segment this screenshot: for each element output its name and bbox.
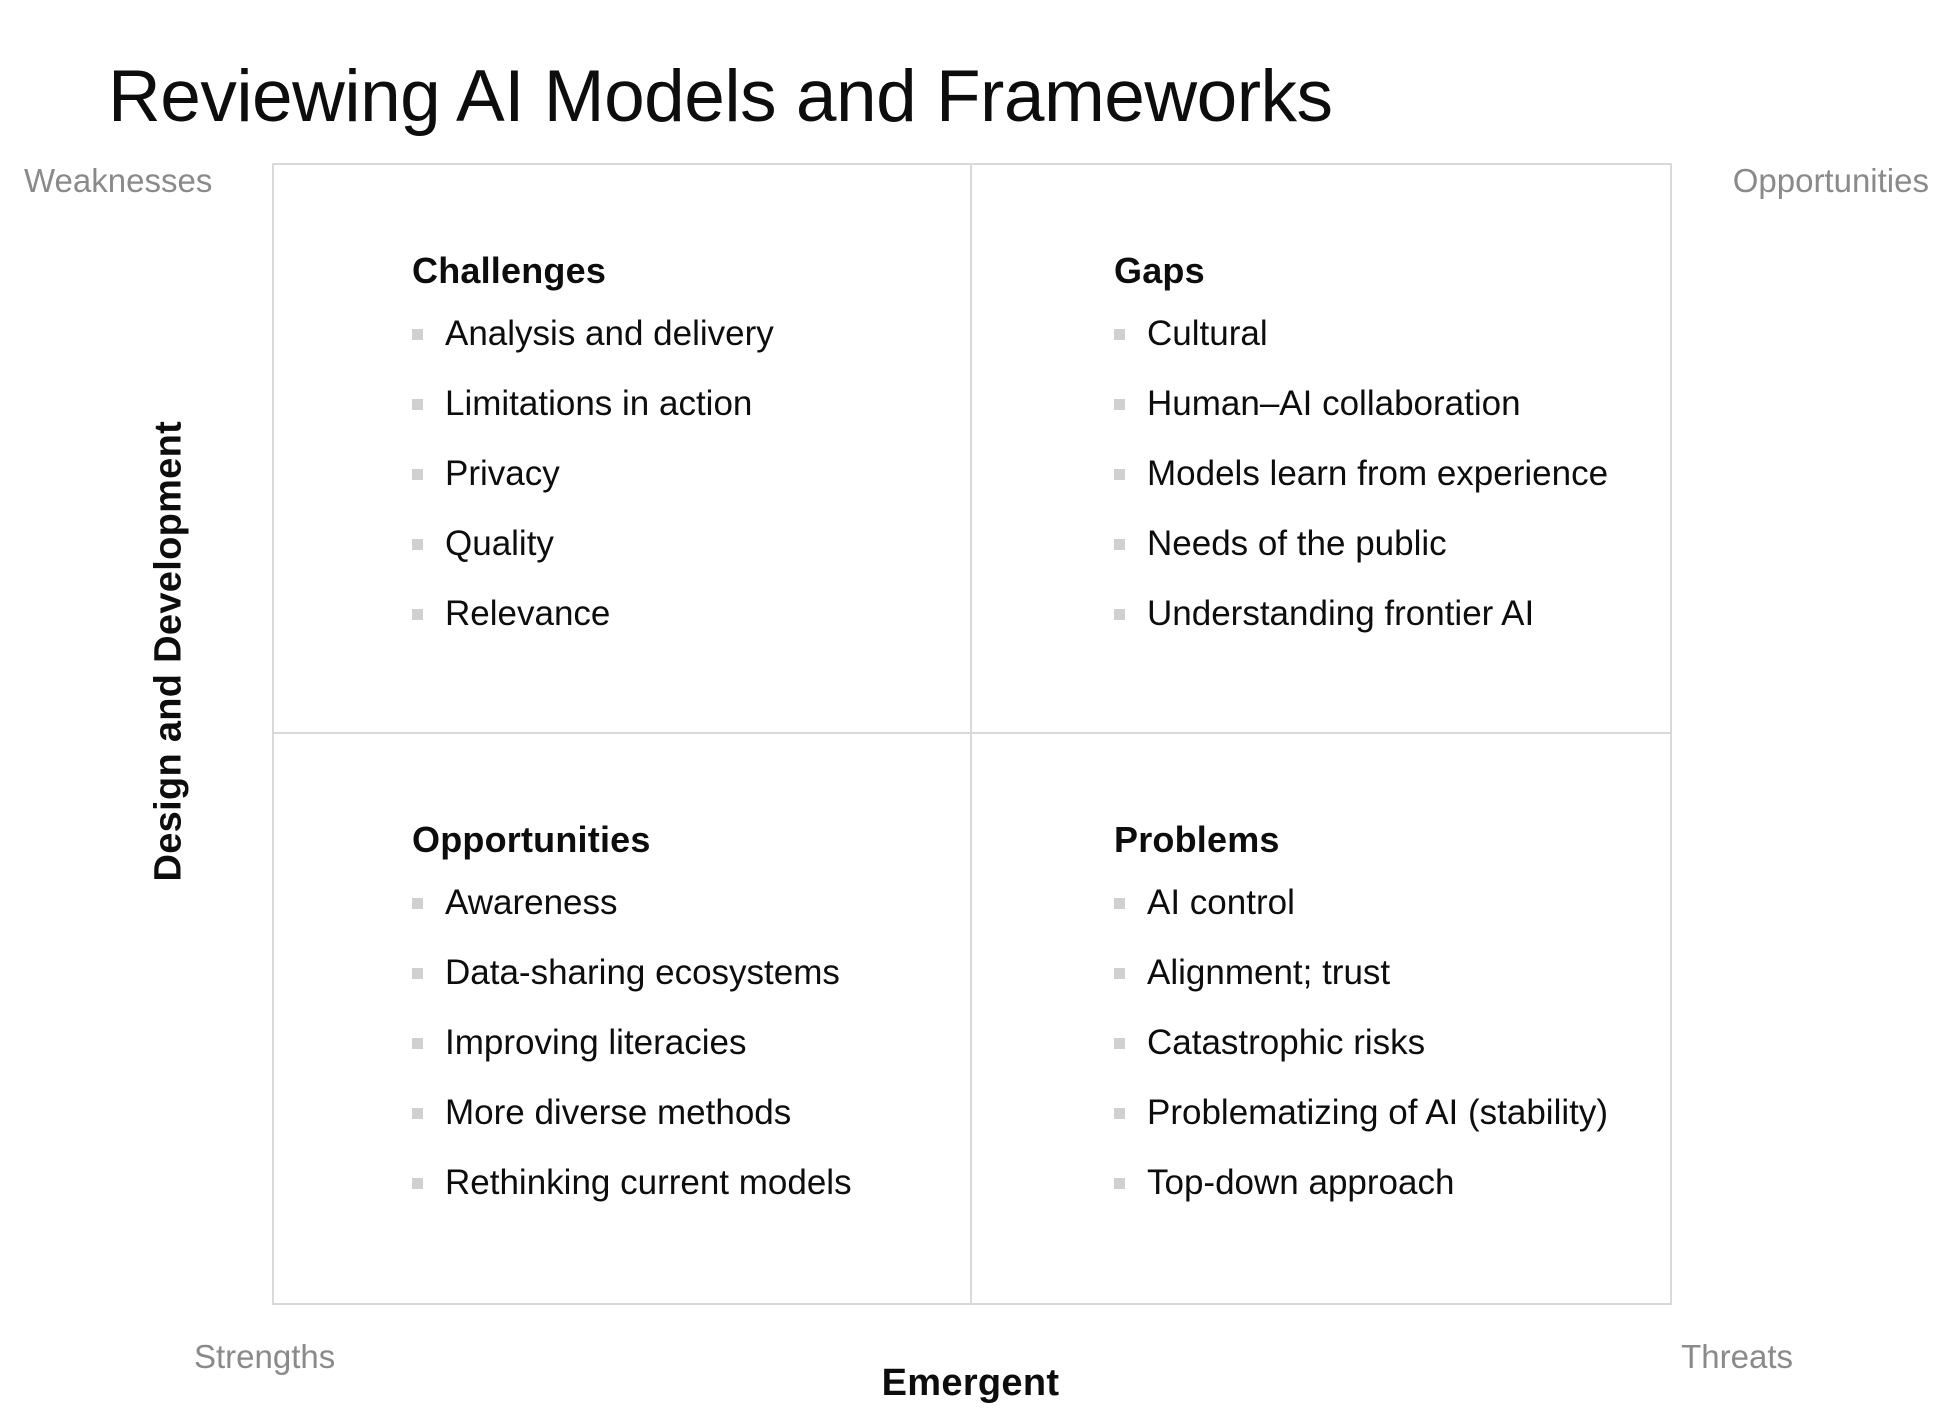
- quadrant-heading-gaps: Gaps: [1114, 250, 1205, 291]
- quadrant-gaps: Gaps Cultural Human–AI collaboration Mod…: [972, 165, 1670, 734]
- list-item: More diverse methods: [412, 1095, 960, 1130]
- page-title: Reviewing AI Models and Frameworks: [108, 55, 1333, 137]
- quadrant-problems: Problems AI control Alignment; trust Cat…: [972, 734, 1670, 1303]
- corner-label-strengths: Strengths: [194, 1338, 336, 1375]
- square-bullet-icon: [1114, 329, 1125, 340]
- square-bullet-icon: [412, 898, 423, 909]
- list-item: Quality: [412, 526, 960, 561]
- list-item-label: Problematizing of AI (stability): [1147, 1093, 1609, 1132]
- square-bullet-icon: [1114, 898, 1125, 909]
- list-item-label: Relevance: [445, 594, 611, 633]
- square-bullet-icon: [412, 399, 423, 410]
- list-item: Data-sharing ecosystems: [412, 955, 960, 990]
- list-item-label: Alignment; trust: [1147, 953, 1391, 992]
- axis-label-vertical: Design and Development: [147, 420, 190, 882]
- list-item: AI control: [1114, 885, 1660, 920]
- list-item: Rethinking current models: [412, 1165, 960, 1200]
- square-bullet-icon: [1114, 1038, 1125, 1049]
- list-item: Awareness: [412, 885, 960, 920]
- square-bullet-icon: [1114, 399, 1125, 410]
- list-item-label: Needs of the public: [1147, 524, 1447, 563]
- list-item: Catastrophic risks: [1114, 1025, 1660, 1060]
- quadrant-opportunities: Opportunities Awareness Data-sharing eco…: [274, 734, 972, 1303]
- square-bullet-icon: [1114, 968, 1125, 979]
- list-item: Human–AI collaboration: [1114, 386, 1660, 421]
- square-bullet-icon: [412, 329, 423, 340]
- list-item-label: Models learn from experience: [1147, 454, 1609, 493]
- square-bullet-icon: [412, 1038, 423, 1049]
- corner-label-threats: Threats: [1681, 1338, 1793, 1375]
- list-item: Improving literacies: [412, 1025, 960, 1060]
- corner-label-weaknesses: Weaknesses: [24, 162, 213, 199]
- list-item: Top-down approach: [1114, 1165, 1660, 1200]
- swot-matrix: Challenges Analysis and delivery Limitat…: [272, 163, 1672, 1305]
- list-item-label: Top-down approach: [1147, 1163, 1455, 1202]
- quadrant-heading-problems: Problems: [1114, 819, 1280, 860]
- axis-label-horizontal: Emergent: [881, 1362, 1060, 1404]
- list-item: Alignment; trust: [1114, 955, 1660, 990]
- list-item: Needs of the public: [1114, 526, 1660, 561]
- list-item: Analysis and delivery: [412, 316, 960, 351]
- list-item: Understanding frontier AI: [1114, 596, 1660, 631]
- list-item-label: More diverse methods: [445, 1093, 792, 1132]
- square-bullet-icon: [412, 1108, 423, 1119]
- list-item-label: Rethinking current models: [445, 1163, 852, 1202]
- quadrant-list-problems: AI control Alignment; trust Catastrophic…: [1114, 885, 1660, 1200]
- list-item-label: Quality: [445, 524, 554, 563]
- list-item: Privacy: [412, 456, 960, 491]
- list-item: Relevance: [412, 596, 960, 631]
- square-bullet-icon: [1114, 469, 1125, 480]
- list-item-label: Data-sharing ecosystems: [445, 953, 840, 992]
- list-item-label: Catastrophic risks: [1147, 1023, 1426, 1062]
- quadrant-heading-opportunities: Opportunities: [412, 819, 651, 860]
- quadrant-challenges: Challenges Analysis and delivery Limitat…: [274, 165, 972, 734]
- list-item: Models learn from experience: [1114, 456, 1660, 491]
- quadrant-list-opportunities: Awareness Data-sharing ecosystems Improv…: [412, 885, 960, 1200]
- list-item-label: Analysis and delivery: [445, 314, 774, 353]
- list-item-label: Understanding frontier AI: [1147, 594, 1535, 633]
- square-bullet-icon: [412, 1178, 423, 1189]
- quadrant-list-challenges: Analysis and delivery Limitations in act…: [412, 316, 960, 631]
- square-bullet-icon: [412, 469, 423, 480]
- quadrant-heading-challenges: Challenges: [412, 250, 607, 291]
- square-bullet-icon: [1114, 1108, 1125, 1119]
- square-bullet-icon: [412, 609, 423, 620]
- list-item: Limitations in action: [412, 386, 960, 421]
- square-bullet-icon: [412, 539, 423, 550]
- list-item-label: Human–AI collaboration: [1147, 384, 1521, 423]
- list-item-label: Limitations in action: [445, 384, 753, 423]
- list-item-label: Cultural: [1147, 314, 1268, 353]
- square-bullet-icon: [412, 968, 423, 979]
- corner-label-opportunities: Opportunities: [1732, 162, 1929, 199]
- list-item-label: Awareness: [445, 883, 618, 922]
- square-bullet-icon: [1114, 609, 1125, 620]
- square-bullet-icon: [1114, 1178, 1125, 1189]
- list-item-label: Privacy: [445, 454, 560, 493]
- list-item-label: AI control: [1147, 883, 1295, 922]
- list-item: Cultural: [1114, 316, 1660, 351]
- square-bullet-icon: [1114, 539, 1125, 550]
- quadrant-list-gaps: Cultural Human–AI collaboration Models l…: [1114, 316, 1660, 631]
- list-item-label: Improving literacies: [445, 1023, 747, 1062]
- list-item: Problematizing of AI (stability): [1114, 1095, 1660, 1130]
